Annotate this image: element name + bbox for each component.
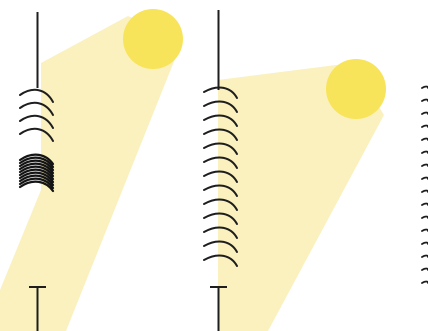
panel-3 bbox=[422, 87, 428, 284]
panel-1 bbox=[0, 9, 183, 331]
sun-icon-panel-1 bbox=[123, 9, 183, 69]
panel-2 bbox=[204, 10, 386, 331]
coil-compressed-panel-1 bbox=[20, 155, 53, 191]
coil-panel-3 bbox=[422, 87, 428, 284]
sun-icon-panel-2 bbox=[326, 59, 386, 119]
